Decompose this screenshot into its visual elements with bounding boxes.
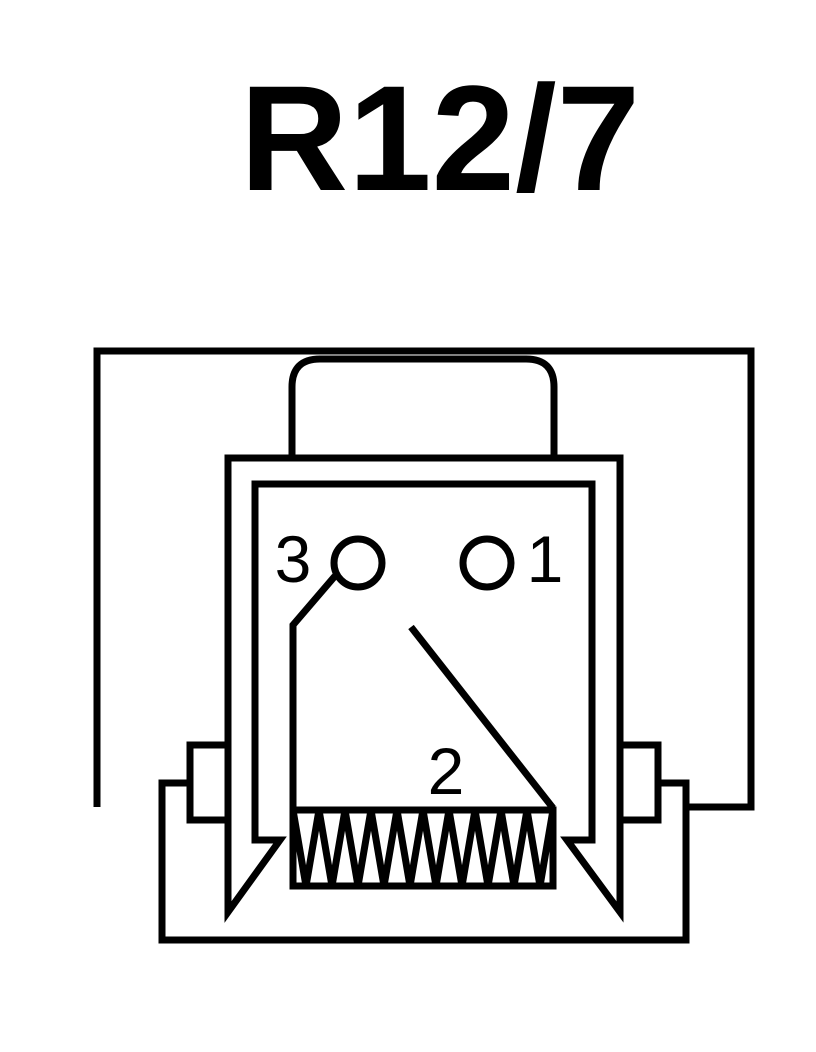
top-tab xyxy=(288,355,558,457)
pin-1-contact xyxy=(459,535,515,591)
pin-3-contact xyxy=(330,535,386,591)
left-latch xyxy=(186,741,228,824)
heating-element-frame xyxy=(289,806,557,890)
pin-3-label: 3 xyxy=(275,522,312,596)
pin-2-lead xyxy=(408,624,556,811)
outer-housing xyxy=(93,347,755,811)
right-latch xyxy=(620,741,662,824)
pin-1-label: 1 xyxy=(527,522,564,596)
heating-element-zigzag xyxy=(289,809,557,887)
diagram-title: R12/7 xyxy=(240,54,640,222)
outer-frame xyxy=(224,454,624,923)
pin-2-label: 2 xyxy=(428,734,465,808)
bottom-bracket xyxy=(158,779,690,944)
pin-3-lead xyxy=(289,573,338,810)
